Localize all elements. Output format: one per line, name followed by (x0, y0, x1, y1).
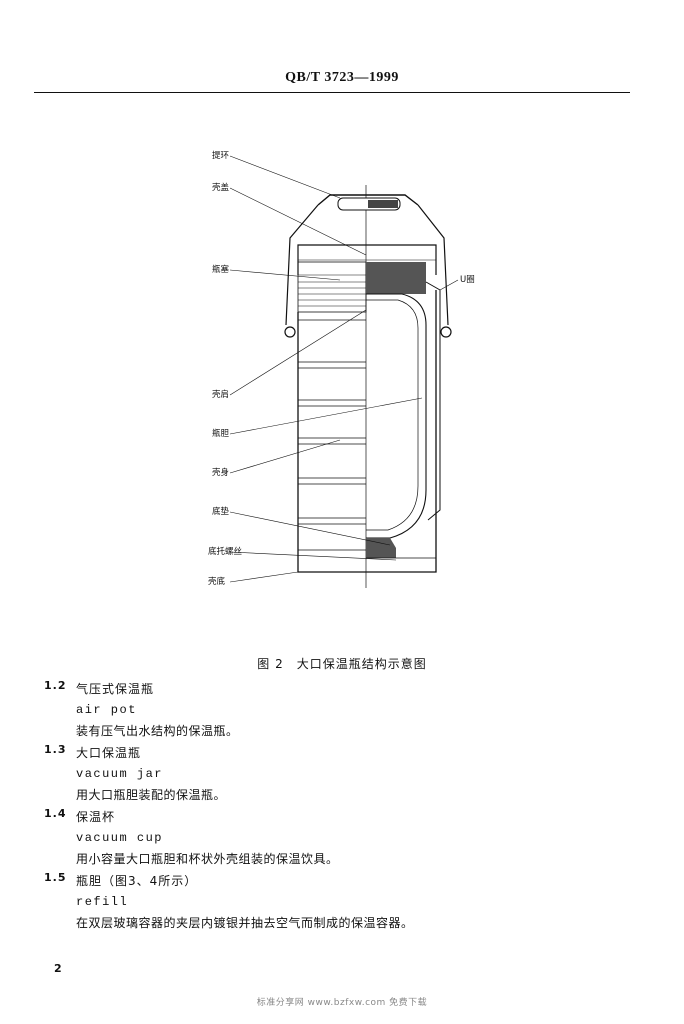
figure-caption: 图 2 大口保温瓶结构示意图 (257, 657, 427, 671)
bail-pivot-left (284, 326, 296, 338)
u-ring (425, 281, 441, 521)
entry-term: 瓶胆（图3、4所示） (76, 874, 198, 888)
page-number: 2 (54, 962, 62, 975)
page-header: QB/T 3723—1999 (285, 70, 399, 85)
definition-list: 1.2 气压式保温瓶 air pot 装有压气出水结构的保温瓶。 1.3 大口保… (44, 679, 644, 935)
entry-1-3: 1.3 大口保温瓶 vacuum jar 用大口瓶胆装配的保温瓶。 (44, 743, 644, 806)
label-shell-mouth: 壳肩 (212, 389, 229, 400)
entry-definition: 用大口瓶胆装配的保温瓶。 (76, 788, 227, 802)
label-refill: 瓶胆 (212, 428, 230, 439)
entry-definition: 用小容量大口瓶胆和杯状外壳组装的保温饮具。 (76, 852, 339, 866)
label-lid: 壳盖 (212, 182, 230, 193)
outer-shell (297, 290, 437, 573)
header-rule (34, 92, 630, 93)
entry-english-term: vacuum jar (76, 767, 164, 781)
stopper (297, 261, 367, 313)
bottom-pad (366, 538, 396, 558)
entry-number: 1.5 (44, 871, 67, 884)
entry-english-term: refill (76, 895, 129, 909)
entry-english-term: vacuum cup (76, 831, 164, 845)
entry-number: 1.4 (44, 807, 67, 820)
entry-definition: 在双层玻璃容器的夹层内镀银并抽去空气而制成的保温容器。 (76, 916, 414, 930)
bail-pivot-right (440, 326, 452, 338)
refill-inner-wall (366, 299, 419, 531)
entry-term: 气压式保温瓶 (76, 682, 155, 696)
label-shell-body: 壳身 (212, 467, 229, 478)
vacuum-jar-structure-diagram: 提环 壳盖 瓶塞 U圈 壳肩 瓶胆 壳身 底垫 底托螺丝 壳底 (208, 150, 475, 588)
entry-term: 保温杯 (76, 810, 116, 824)
bail-wire-right (417, 204, 449, 326)
label-u-ring: U圈 (460, 275, 475, 285)
entry-definition: 装有压气出水结构的保温瓶。 (76, 724, 239, 738)
shell-bands (298, 319, 366, 551)
entry-1-5: 1.5 瓶胆（图3、4所示） refill 在双层玻璃容器的夹层内镀银并抽去空气… (44, 871, 644, 934)
footer-watermark: 标准分享网 www.bzfxw.com 免费下载 (256, 998, 428, 1008)
refill-outer-wall (366, 293, 427, 539)
entry-english-term: air pot (76, 703, 137, 717)
handle (317, 194, 419, 206)
entry-term: 大口保温瓶 (76, 746, 142, 760)
entry-number: 1.2 (44, 679, 67, 692)
entry-1-2: 1.2 气压式保温瓶 air pot 装有压气出水结构的保温瓶。 (44, 679, 644, 742)
label-handle: 提环 (212, 150, 230, 161)
label-bottom-nut: 底托螺丝 (208, 546, 243, 557)
label-pad: 底垫 (212, 506, 230, 517)
stopper-cork-section (366, 262, 426, 294)
leader-lines (229, 155, 459, 583)
bail-wire-left (285, 204, 319, 326)
handle-grip-section (368, 200, 398, 208)
entry-number: 1.3 (44, 743, 67, 756)
label-base: 壳底 (208, 576, 226, 587)
entry-1-4: 1.4 保温杯 vacuum cup 用小容量大口瓶胆和杯状外壳组装的保温饮具。 (44, 807, 644, 870)
label-stopper: 瓶塞 (212, 264, 230, 275)
